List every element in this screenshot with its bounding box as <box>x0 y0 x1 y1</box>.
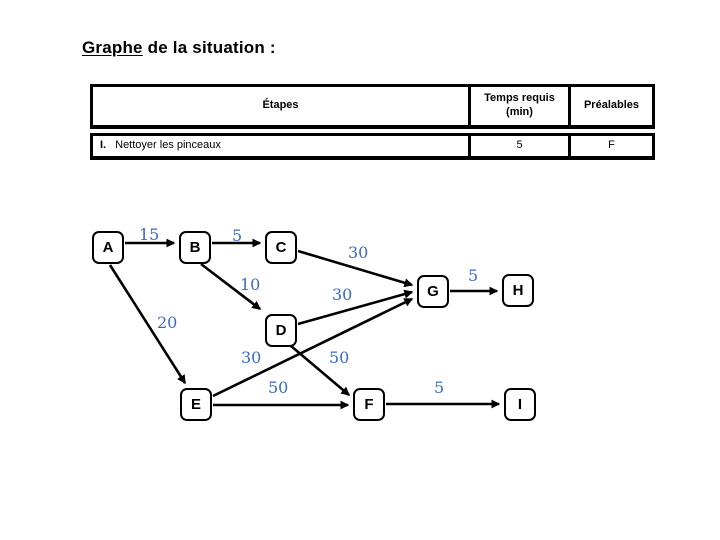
edge-line-D-G <box>297 289 414 326</box>
edge-label-E-G: 30 <box>241 348 262 367</box>
edge-label-F-I: 5 <box>434 378 445 397</box>
edge-line-A-E <box>108 264 187 385</box>
edge-label-A-B: 15 <box>139 225 160 244</box>
page-title-underlined-word: Graphe <box>82 38 143 57</box>
edge-label-G-H: 5 <box>468 266 479 285</box>
node-I: I <box>504 388 536 421</box>
cell-prealables: F <box>568 136 652 156</box>
cell-etape-label: Nettoyer les pinceaux <box>115 139 221 152</box>
edge-line-D-F <box>290 345 351 396</box>
edge-label-D-F: 50 <box>329 348 350 367</box>
node-G: G <box>417 275 449 308</box>
node-H: H <box>502 274 534 307</box>
edge-label-B-C: 5 <box>232 226 243 245</box>
header-cell-prealables: Préalables <box>568 87 652 125</box>
edge-label-A-E: 20 <box>157 313 178 332</box>
edge-label-C-G: 30 <box>348 243 369 262</box>
header-cell-etapes: Étapes <box>262 99 299 112</box>
edge-line-C-G <box>297 249 414 288</box>
cell-temps: 5 <box>468 136 568 156</box>
node-E: E <box>180 388 212 421</box>
table-row: I. Nettoyer les pinceaux 5 F <box>90 133 655 160</box>
table-header-row: Étapes Temps requis (min) Préalables <box>90 84 655 129</box>
edge-label-E-F: 50 <box>268 378 289 397</box>
cell-etape: I. Nettoyer les pinceaux <box>93 136 468 156</box>
cell-etape-number: I. <box>100 139 107 152</box>
edge-line-E-G <box>212 297 414 398</box>
edge-line-B-D <box>200 262 262 311</box>
page-title-rest: de la situation : <box>142 38 276 57</box>
node-C: C <box>265 231 297 264</box>
node-F: F <box>353 388 385 421</box>
edge-label-B-D: 10 <box>240 275 261 294</box>
node-B: B <box>179 231 211 264</box>
node-A: A <box>92 231 124 264</box>
edge-label-D-G: 30 <box>332 285 353 304</box>
header-cell-temps-requis: Temps requis (min) <box>468 87 568 125</box>
page-title: Graphe de la situation : <box>82 38 276 58</box>
node-D: D <box>265 314 297 347</box>
